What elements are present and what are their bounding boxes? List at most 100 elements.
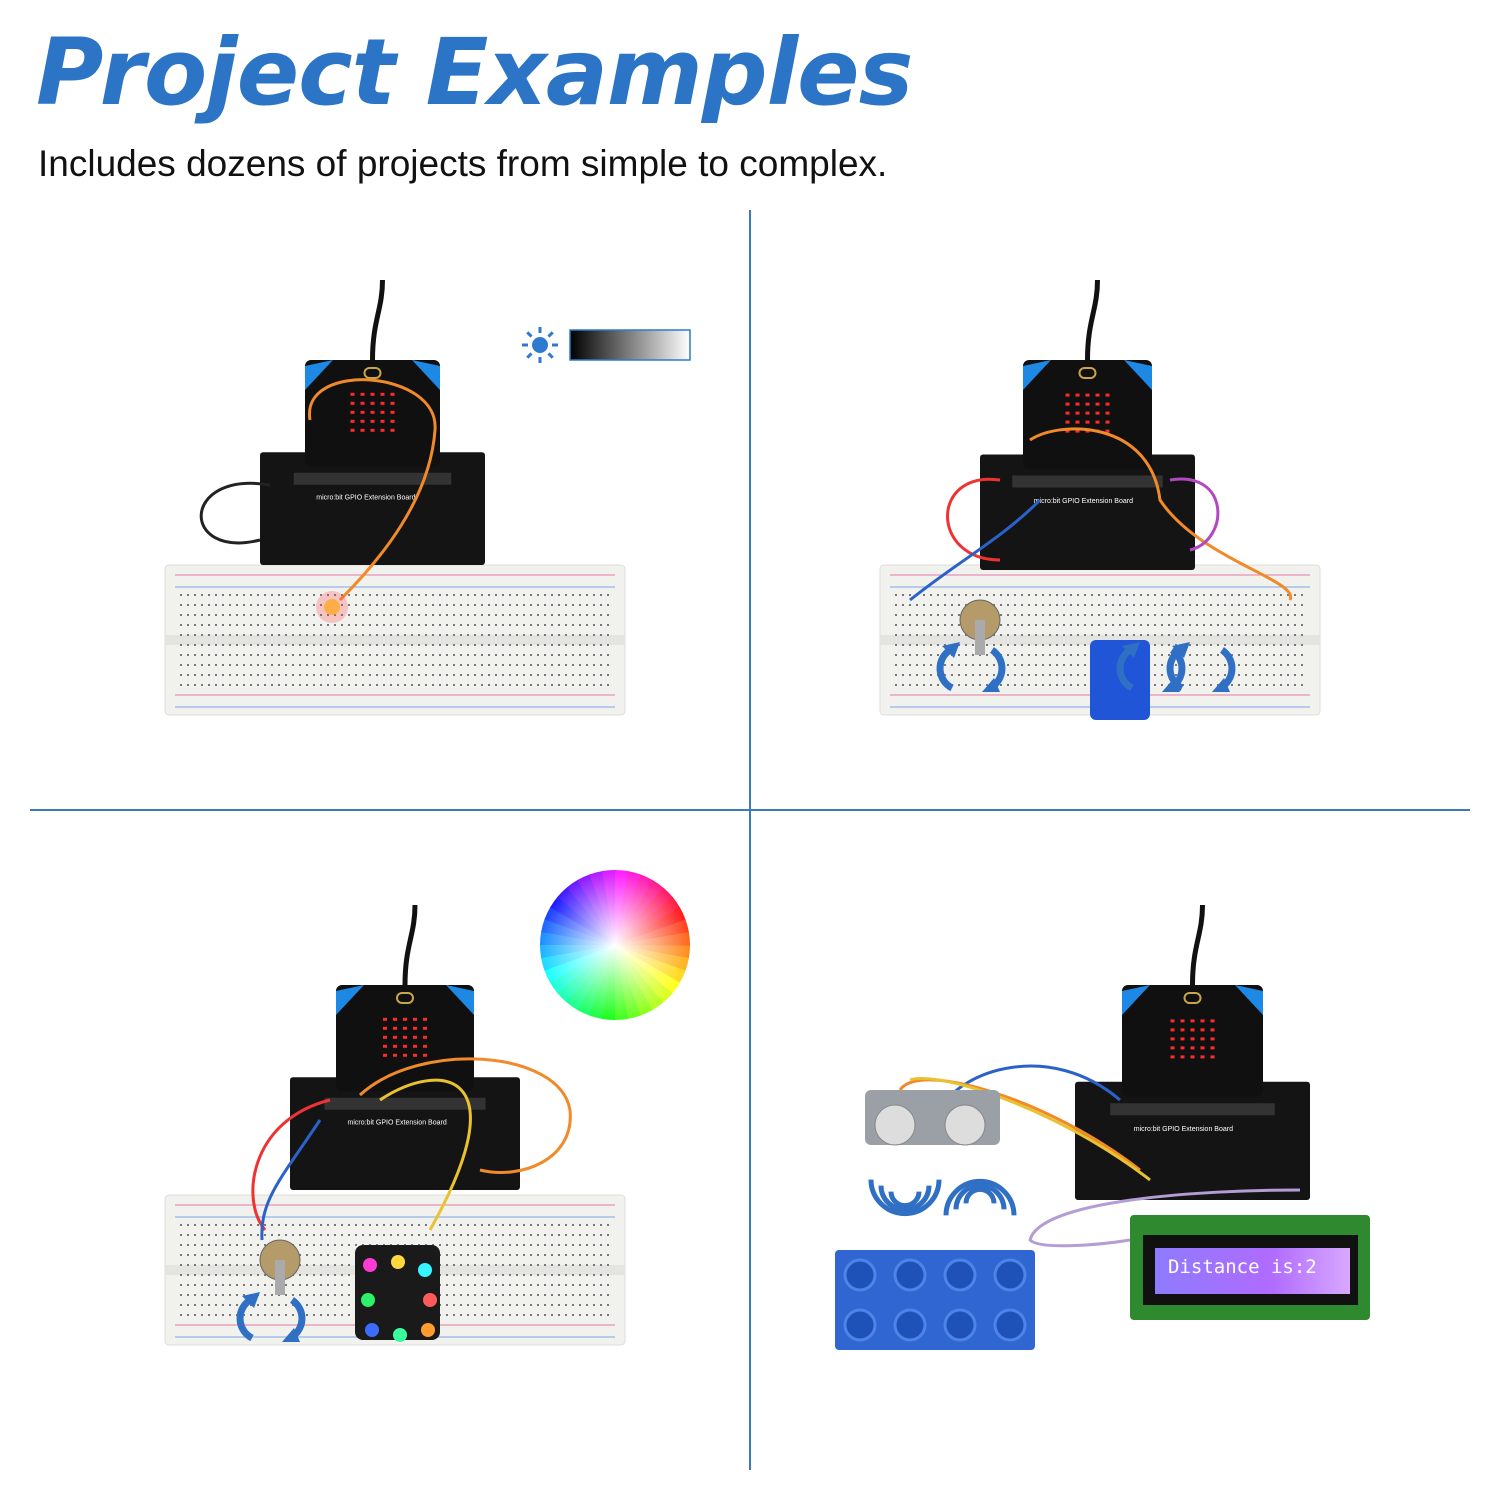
gpio-extension-board bbox=[980, 454, 1195, 570]
led-matrix-pixel bbox=[1065, 429, 1070, 433]
rgb-led bbox=[423, 1293, 437, 1307]
vertical-divider bbox=[749, 210, 751, 1470]
led-matrix-pixel bbox=[1190, 1037, 1195, 1041]
microbit-corner bbox=[1124, 360, 1152, 390]
led-matrix-pixel bbox=[350, 401, 355, 405]
jumper-wire bbox=[251, 1098, 331, 1231]
brick-stud bbox=[843, 1258, 877, 1292]
usb-cable bbox=[1085, 279, 1100, 361]
led-matrix-pixel bbox=[360, 392, 365, 396]
led-matrix-pixel bbox=[1065, 411, 1070, 415]
brick-stud bbox=[893, 1258, 927, 1292]
led-matrix-pixel bbox=[1075, 393, 1080, 397]
led-matrix-pixel bbox=[403, 1044, 407, 1048]
led-matrix-pixel bbox=[380, 428, 385, 432]
jumper-wire bbox=[1028, 1188, 1301, 1248]
arrow-left bbox=[1166, 647, 1184, 692]
led-matrix-pixel bbox=[350, 410, 355, 414]
gpio-extension-board bbox=[260, 452, 485, 565]
board-label: micro:bit GPIO Extension Board bbox=[1034, 498, 1133, 505]
led-matrix-pixel bbox=[1190, 1046, 1195, 1050]
arrow-head bbox=[942, 642, 960, 658]
led-matrix-pixel bbox=[380, 410, 385, 414]
jumper-wire bbox=[1169, 477, 1220, 552]
led-matrix-pixel bbox=[1170, 1028, 1175, 1032]
led-matrix-pixel bbox=[370, 419, 375, 423]
led-matrix-pixel bbox=[1065, 393, 1070, 397]
microbit-assembly: micro:bit GPIO Extension Board bbox=[1075, 904, 1310, 1200]
led-matrix-pixel bbox=[1200, 1046, 1205, 1050]
microbit-assembly: micro:bit GPIO Extension Board bbox=[260, 279, 485, 565]
microbit-corner bbox=[446, 985, 474, 1015]
led-matrix-pixel bbox=[423, 1035, 427, 1039]
led-matrix-pixel bbox=[1075, 411, 1080, 415]
arrow-left bbox=[236, 1297, 254, 1342]
brick-stud bbox=[943, 1308, 977, 1342]
led-matrix-pixel bbox=[1190, 1019, 1195, 1023]
jumper-wire bbox=[308, 378, 437, 602]
led-matrix-pixel bbox=[1210, 1037, 1215, 1041]
led-matrix-pixel bbox=[403, 1053, 407, 1057]
led-matrix-pixel bbox=[413, 1026, 417, 1030]
wave-arc bbox=[943, 1178, 1017, 1216]
microbit-corner bbox=[1122, 985, 1150, 1015]
led-matrix-pixel bbox=[370, 392, 375, 396]
usb-cable bbox=[1190, 904, 1205, 986]
gpio-extension-board bbox=[290, 1077, 520, 1190]
led-matrix-pixel bbox=[390, 392, 395, 396]
arrow-head bbox=[282, 1328, 300, 1342]
potentiometer bbox=[259, 1239, 301, 1295]
led-matrix-pixel bbox=[350, 392, 355, 396]
led-matrix-pixel bbox=[1105, 420, 1110, 424]
led-matrix-pixel bbox=[1200, 1037, 1205, 1041]
led-matrix-pixel bbox=[1105, 393, 1110, 397]
wave-arc bbox=[868, 1179, 942, 1217]
rgb-led bbox=[418, 1263, 432, 1277]
led-matrix-pixel bbox=[1095, 420, 1100, 424]
led-matrix-pixel bbox=[390, 410, 395, 414]
microbit-corner bbox=[1023, 360, 1051, 390]
led-matrix-pixel bbox=[1170, 1046, 1175, 1050]
sun-ray bbox=[526, 331, 533, 338]
microbit-assembly: micro:bit GPIO Extension Board bbox=[290, 904, 520, 1190]
led-matrix-pixel bbox=[1065, 402, 1070, 406]
arrow-head bbox=[1212, 678, 1230, 692]
led-matrix-pixel bbox=[390, 419, 395, 423]
led-matrix-pixel bbox=[1075, 402, 1080, 406]
rgb-led bbox=[365, 1323, 379, 1337]
rgb-led bbox=[361, 1293, 375, 1307]
led-matrix-pixel bbox=[370, 410, 375, 414]
page-title: Project Examples bbox=[36, 19, 913, 126]
led-matrix-pixel bbox=[350, 428, 355, 432]
board-label: micro:bit GPIO Extension Board bbox=[1134, 1126, 1233, 1133]
led-matrix-pixel bbox=[360, 410, 365, 414]
led-matrix-pixel bbox=[413, 1017, 417, 1021]
rgb-led bbox=[393, 1328, 407, 1342]
led-matrix-pixel bbox=[1095, 393, 1100, 397]
led-matrix-pixel bbox=[1085, 420, 1090, 424]
led-matrix-pixel bbox=[1170, 1019, 1175, 1023]
jumper-wire bbox=[946, 477, 1001, 562]
edge-connector bbox=[324, 1097, 486, 1110]
rotate-arrows-icon bbox=[236, 1292, 306, 1342]
usb-cable bbox=[402, 904, 418, 986]
led-matrix-pixel bbox=[403, 1035, 407, 1039]
led-matrix-pixel bbox=[1170, 1055, 1175, 1059]
arrow-left bbox=[936, 647, 954, 692]
led-matrix-pixel bbox=[1200, 1055, 1205, 1059]
rotate-arrows-icon bbox=[936, 642, 1006, 692]
microbit-corner bbox=[1235, 985, 1263, 1015]
microbit-corner bbox=[412, 360, 440, 390]
led-matrix-pixel bbox=[1180, 1019, 1185, 1023]
wave-arc bbox=[963, 1186, 997, 1204]
led-matrix-pixel bbox=[1085, 393, 1090, 397]
led-matrix-pixel bbox=[403, 1026, 407, 1030]
sun-ray bbox=[547, 352, 554, 359]
led-matrix-pixel bbox=[360, 419, 365, 423]
jumper-wire bbox=[358, 1057, 572, 1174]
sun-ray bbox=[526, 352, 533, 359]
led-matrix-pixel bbox=[423, 1017, 427, 1021]
led-matrix-pixel bbox=[1075, 429, 1080, 433]
led-matrix-pixel bbox=[1200, 1028, 1205, 1032]
rgb-led bbox=[363, 1258, 377, 1272]
